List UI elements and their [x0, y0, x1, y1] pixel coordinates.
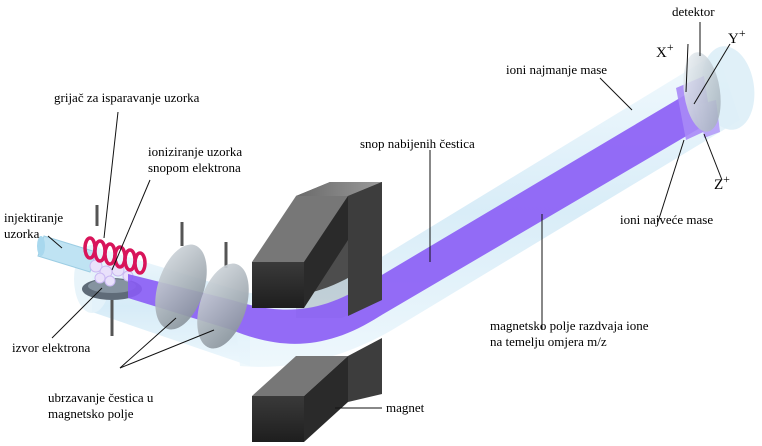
ion-y-label: Y+ — [728, 26, 746, 47]
leader-z — [703, 133, 723, 181]
leader-ionizing — [111, 179, 151, 271]
leader-heaviest — [657, 139, 685, 223]
label-field-separation: magnetsko polje razdvaja ione na temelju… — [490, 318, 649, 349]
ion-z-label: Z+ — [714, 172, 730, 193]
label-detector: detektor — [672, 4, 715, 19]
detector-cap — [683, 52, 721, 132]
support-rods — [95, 205, 228, 336]
injection-tube — [37, 235, 97, 273]
leader-injecting — [47, 235, 63, 249]
label-acceleration: ubrzavanje čestica u magnetsko polje — [48, 390, 154, 421]
leader-x — [685, 43, 689, 93]
magnet-front — [252, 182, 382, 442]
accelerating-plates — [155, 244, 249, 349]
label-magnet: magnet — [386, 400, 425, 415]
leader-acceleration-1 — [119, 317, 177, 369]
leader-heater — [103, 111, 119, 239]
label-heaviest-ions: ioni najveće mase — [620, 212, 714, 227]
leader-y — [693, 43, 731, 105]
label-electron-source: izvor elektrona — [12, 340, 91, 355]
label-injecting: injektiranje uzorka — [4, 210, 64, 241]
label-ionizing: ioniziranje uzorka snopom elektrona — [148, 144, 243, 175]
ion-x-label: X+ — [656, 40, 674, 61]
label-heater: grijač za isparavanje uzorka — [54, 90, 200, 105]
heater-coil — [83, 236, 147, 275]
label-lightest-ions: ioni najmanje mase — [506, 62, 608, 77]
label-beam: snop nabijenih čestica — [360, 136, 475, 151]
leader-electron-source — [51, 287, 103, 339]
leader-acceleration-2 — [119, 329, 215, 369]
leader-lightest — [599, 77, 633, 111]
leader-lines — [47, 22, 731, 409]
